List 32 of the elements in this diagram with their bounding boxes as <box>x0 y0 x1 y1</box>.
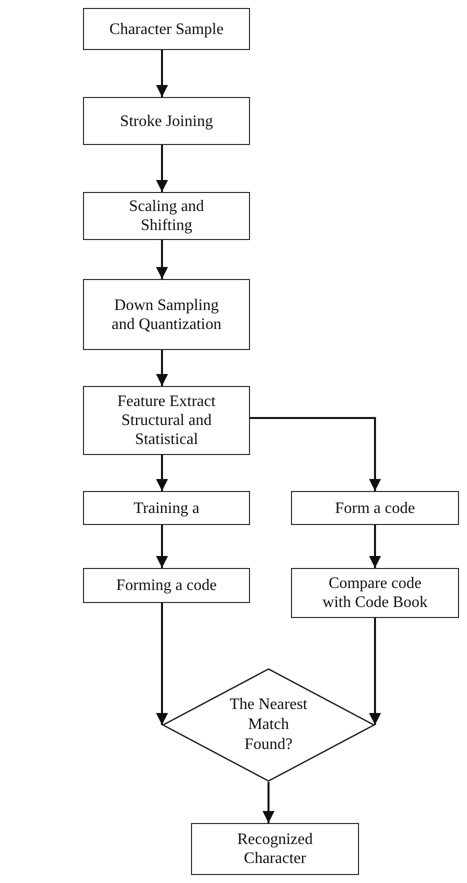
process-box <box>291 568 459 618</box>
process-box <box>83 8 250 50</box>
process-box <box>291 491 459 525</box>
process-box <box>191 823 359 875</box>
step-label: Down Sampling and Quantization <box>110 296 222 334</box>
step-label: Character Sample <box>109 20 224 38</box>
arrow <box>369 525 381 568</box>
arrow <box>156 240 168 279</box>
step-label: Scaling and Shifting <box>128 197 206 235</box>
step-label: Recognized Character <box>236 830 314 868</box>
process-box <box>83 386 250 455</box>
arrow <box>156 455 168 491</box>
step-label: Form a code <box>335 498 415 518</box>
arrow <box>262 782 274 823</box>
step-label: Training a <box>134 498 200 518</box>
arrow <box>156 145 168 192</box>
arrow <box>156 525 168 568</box>
process-box <box>83 97 250 145</box>
arrow <box>250 417 381 491</box>
arrow <box>156 50 168 97</box>
process-box <box>83 491 250 525</box>
step-label: Forming a code <box>116 576 217 595</box>
arrow <box>156 603 168 725</box>
decision-label: The Nearest Match Found? <box>228 695 308 755</box>
process-box <box>83 568 250 603</box>
step-label: Stroke Joining <box>120 112 213 130</box>
step-label: Compare code with Code Book <box>322 574 428 612</box>
process-box <box>83 192 250 240</box>
step-label: Feature Extract Structural and Statistical <box>116 392 217 449</box>
process-box <box>83 279 250 350</box>
arrow <box>369 618 381 725</box>
arrow <box>156 350 168 386</box>
